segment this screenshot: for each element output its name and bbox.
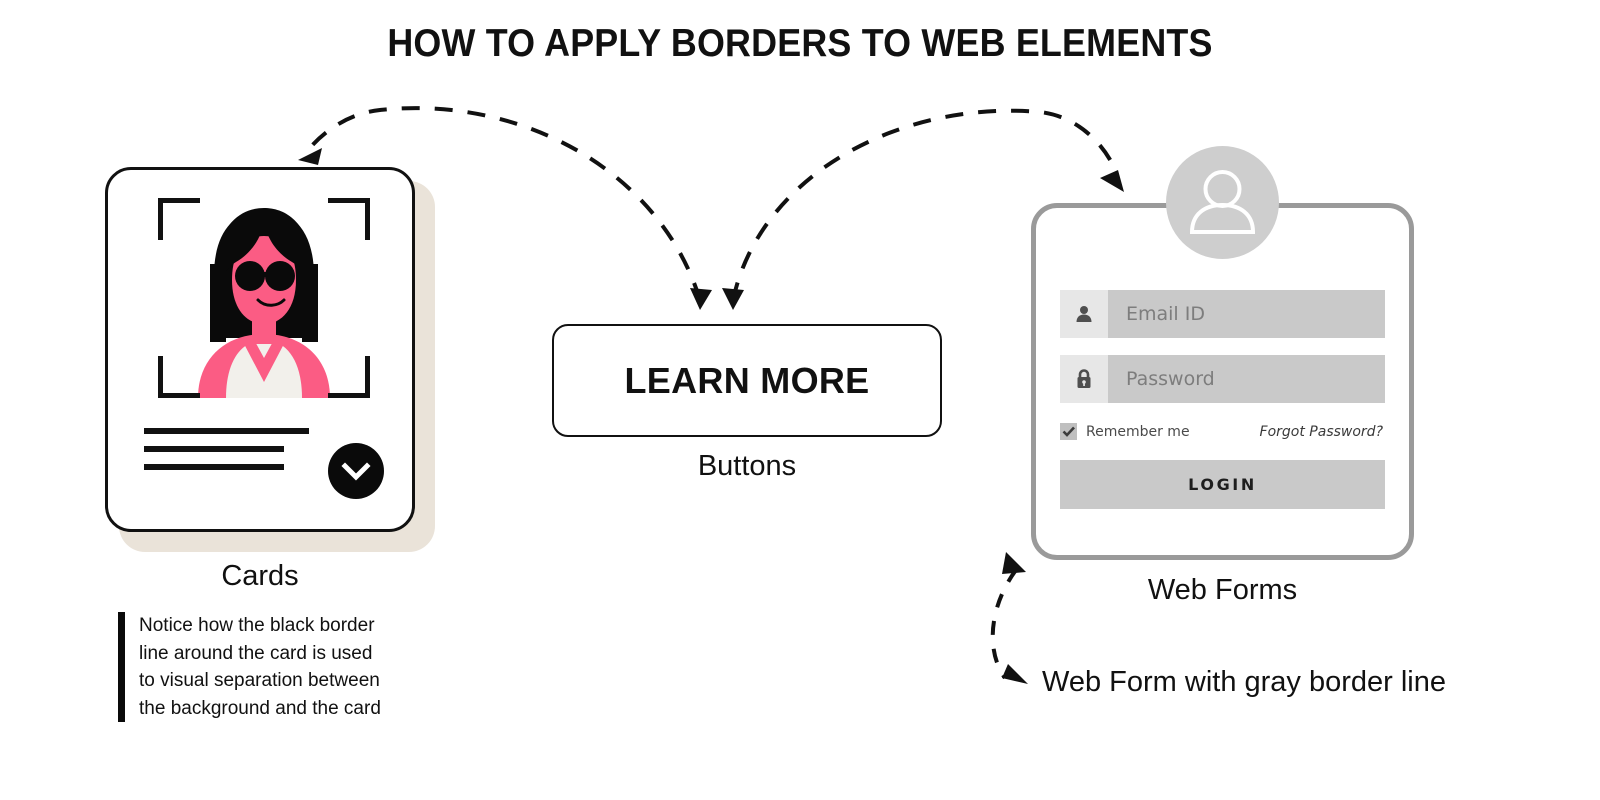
portrait-photo-icon — [180, 206, 348, 398]
login-button[interactable]: LOGIN — [1060, 460, 1385, 509]
arrowhead-form-bottom — [1002, 552, 1026, 574]
arc-caption-to-form — [990, 568, 1018, 680]
arrowhead-button-right — [722, 288, 744, 310]
remember-me-control[interactable]: Remember me — [1060, 423, 1190, 440]
user-avatar-icon — [1166, 146, 1279, 259]
arrowhead-caption — [1002, 664, 1028, 684]
forgot-password-link[interactable]: Forgot Password? — [1259, 423, 1383, 440]
card-note: Notice how the black border line around … — [118, 612, 389, 723]
web-form-body: Email ID Password Remember m — [1060, 290, 1385, 509]
card-text-line — [144, 446, 284, 452]
chevron-down-icon[interactable] — [328, 443, 384, 499]
buttons-label: Buttons — [697, 450, 797, 482]
lock-icon — [1060, 355, 1108, 403]
cards-label: Cards — [221, 560, 299, 592]
page-title: HOW TO APPLY BORDERS TO WEB ELEMENTS — [387, 22, 1213, 65]
web-forms-label: Web Forms — [1147, 574, 1298, 606]
form-options-row: Remember me Forgot Password? — [1060, 423, 1385, 440]
frame-bracket-bottom-right — [328, 356, 370, 398]
card-illustration — [105, 167, 435, 552]
web-form-caption: Web Form with gray border line — [1042, 666, 1447, 698]
frame-bracket-bottom-left — [158, 356, 200, 398]
card[interactable] — [105, 167, 415, 532]
frame-bracket-top-right — [328, 198, 370, 240]
card-text-line — [144, 428, 309, 434]
remember-me-checkbox[interactable] — [1060, 423, 1077, 440]
arrowhead-form — [1100, 170, 1124, 192]
learn-more-button[interactable]: LEARN MORE — [552, 324, 942, 437]
card-text-line — [144, 464, 284, 470]
card-photo-area — [158, 198, 370, 398]
frame-bracket-top-left — [158, 198, 200, 240]
password-input[interactable]: Password — [1108, 355, 1385, 403]
arrowhead-button-left — [690, 288, 712, 310]
email-input[interactable]: Email ID — [1108, 290, 1385, 338]
email-field-row[interactable]: Email ID — [1060, 290, 1385, 338]
remember-me-label: Remember me — [1086, 423, 1190, 440]
card-text-lines — [144, 428, 309, 482]
arrowhead-card — [298, 148, 322, 165]
user-icon — [1060, 290, 1108, 338]
password-field-row[interactable]: Password — [1060, 355, 1385, 403]
